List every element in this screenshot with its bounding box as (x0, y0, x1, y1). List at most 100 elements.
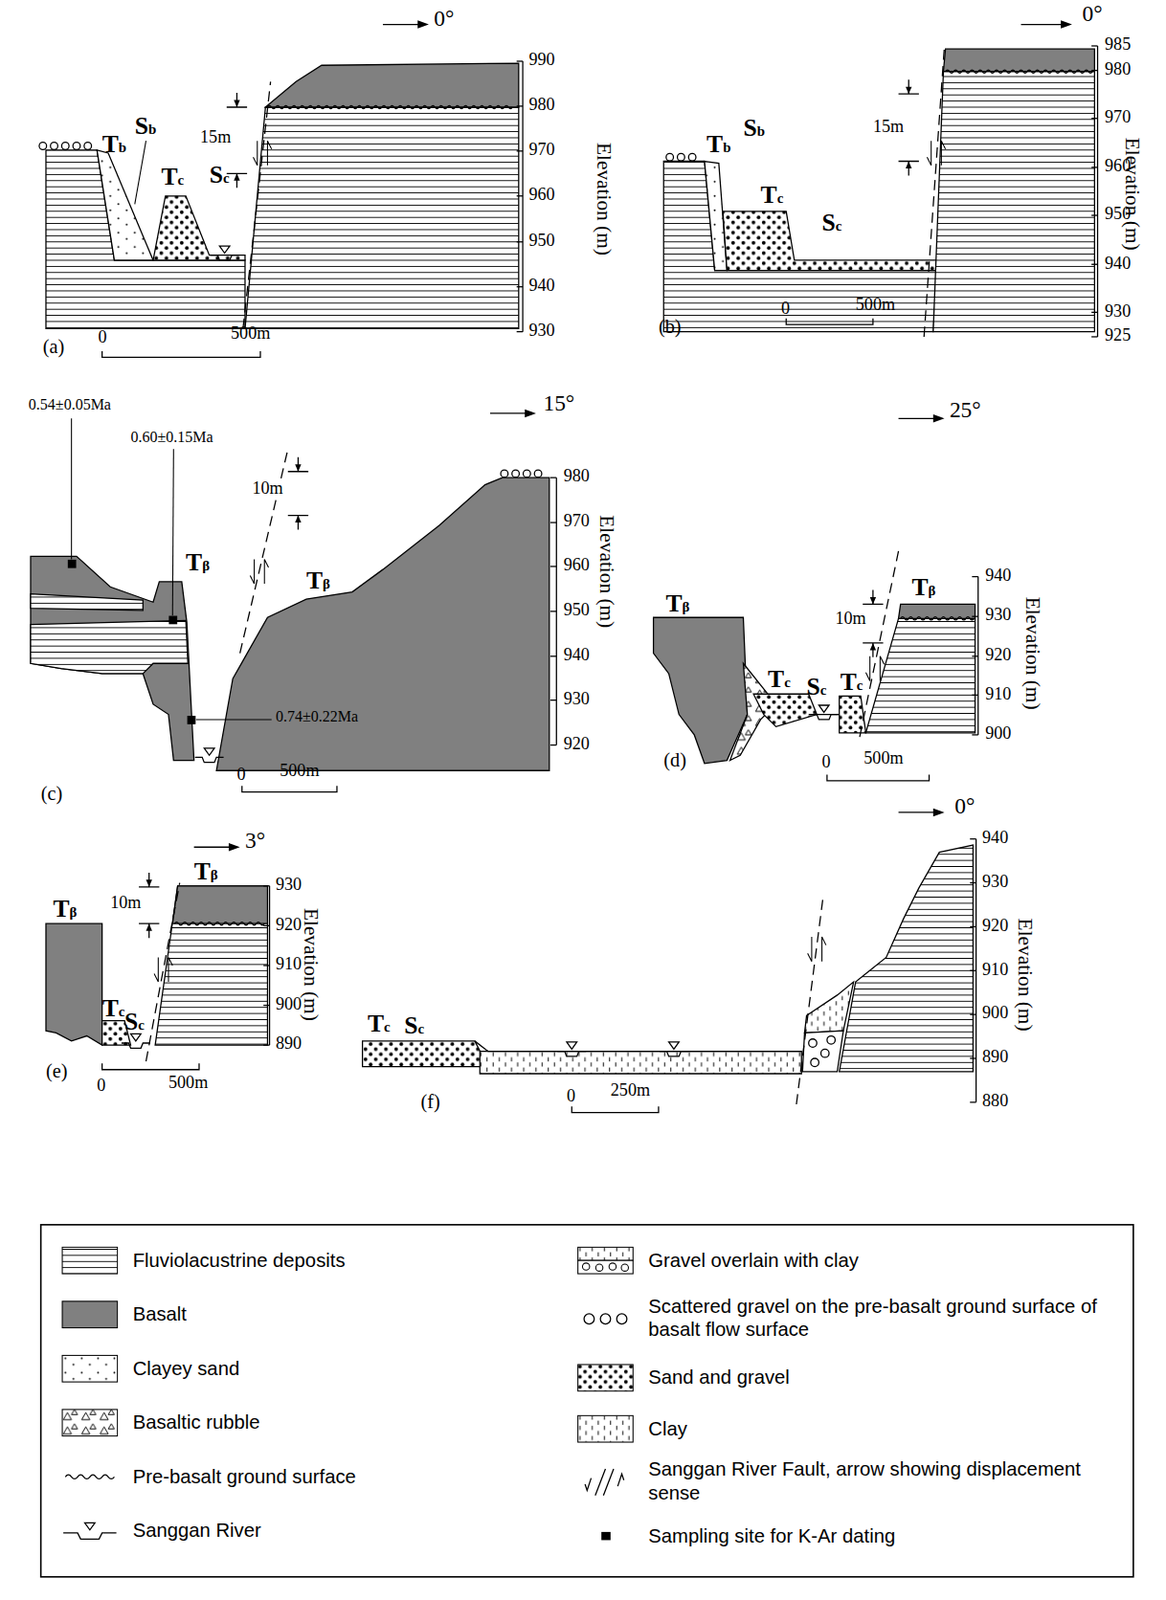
section-label: 15m (200, 128, 231, 148)
scattered-gravel (61, 142, 69, 151)
fault-displacement-arrow (926, 140, 945, 166)
axis-title: Elevation (m) (1014, 919, 1037, 1032)
river-symbol (121, 1043, 151, 1049)
unit-symbol: Tβ (665, 589, 690, 617)
strike-direction: 0° (433, 5, 454, 31)
axis-tick (263, 925, 270, 927)
scattered-gravel (512, 470, 520, 478)
river-symbol (659, 1052, 689, 1057)
legend-swatch (577, 1364, 635, 1393)
axis-tick (1091, 117, 1098, 119)
legend-swatch (577, 1304, 635, 1334)
river-symbol (203, 748, 215, 756)
axis-tick (969, 926, 976, 928)
legend-row: Basaltic rubble (61, 1409, 261, 1438)
section-label: 930 (275, 875, 302, 896)
unit-symbol: Sc (822, 209, 843, 237)
pre-basalt-surface (174, 922, 265, 926)
section-label: 980 (1104, 60, 1131, 80)
unit-symbol: Tβ (911, 573, 936, 601)
legend-swatch (61, 1409, 119, 1438)
section-label: 970 (563, 512, 590, 532)
legend-swatch (61, 1246, 119, 1276)
strike-direction: 25° (949, 398, 982, 424)
legend-text: Gravel overlain with clay (648, 1249, 859, 1273)
axis-tick (1091, 69, 1098, 71)
scattered-gravel (688, 153, 696, 161)
pre-basalt-surface (945, 69, 1094, 73)
axis-tick (971, 616, 978, 618)
section-label: 500m (230, 324, 270, 344)
unit-symbol: Tc (161, 163, 185, 191)
axis-tick (550, 655, 557, 657)
axis-tick (516, 60, 523, 62)
section-label: 0 (781, 300, 790, 320)
axis-tick (1091, 44, 1098, 46)
pre-basalt-surface (267, 105, 513, 109)
unit-symbol: Tc (767, 665, 791, 693)
axis-tick (550, 744, 557, 746)
legend-text: Clay (648, 1417, 688, 1441)
legend-text: Fluviolacustrine deposits (133, 1249, 346, 1273)
direction-arrow (490, 412, 528, 414)
direction-arrow (194, 847, 232, 849)
scattered-gravel (677, 153, 686, 161)
axis-tick (263, 1005, 270, 1007)
scale-bar (102, 1063, 200, 1070)
legend-row: Gravel overlain with clay (577, 1246, 859, 1276)
legend-row: Sampling site for K-Ar dating (577, 1522, 897, 1551)
fault-displacement-arrow (249, 559, 269, 584)
panel-letter: (d) (663, 750, 687, 772)
axis-tick (969, 1057, 976, 1059)
section-label: 920 (563, 735, 590, 755)
legend-swatch (61, 1300, 119, 1330)
axis-tick (969, 970, 976, 972)
legend-row: Fluviolacustrine deposits (61, 1246, 346, 1276)
scattered-gravel (523, 470, 532, 478)
legend-row: Basalt (61, 1300, 187, 1330)
scattered-gravel (84, 142, 92, 151)
section-label: 500m (279, 762, 319, 782)
strike-direction: 3° (245, 829, 266, 854)
axis-tick (969, 1101, 976, 1103)
unit-symbol: Sc (807, 673, 828, 701)
color-swatch (62, 1301, 118, 1329)
age-label: 0.60±0.15Ma (131, 428, 214, 447)
axis-title: Elevation (m) (300, 908, 323, 1022)
section-label: 890 (982, 1048, 1009, 1068)
legend-text: Sanggan River (133, 1520, 262, 1544)
legend-swatch (61, 1354, 119, 1384)
legend-swatch (61, 1517, 119, 1547)
section-label: 500m (855, 295, 896, 315)
unit-symbol: Sc (124, 1009, 145, 1036)
unit-symbol: Tβ (52, 895, 77, 922)
axis-tick (969, 882, 976, 884)
section-label: 940 (982, 829, 1009, 849)
section-label: 880 (982, 1092, 1009, 1112)
scattered-gravel (39, 142, 47, 151)
scale-bar (785, 318, 874, 325)
axis-title: Elevation (m) (593, 142, 616, 256)
section-label: 940 (563, 646, 590, 666)
section-label: 900 (985, 724, 1011, 744)
axis-tick (516, 150, 523, 152)
section-label: 930 (985, 606, 1011, 627)
section-label: 0 (97, 328, 107, 348)
axis-tick (969, 838, 976, 840)
arrow-head (228, 843, 241, 853)
axis-tick (263, 964, 270, 966)
arrow-head (146, 879, 153, 931)
section-label: 10m (250, 479, 284, 499)
section-label: 500m (863, 749, 903, 769)
section-label: 930 (528, 321, 555, 341)
section-label: 950 (528, 231, 555, 251)
legend-text: Clayey sand (133, 1357, 241, 1381)
legend-row: Clay (577, 1414, 688, 1444)
axis-tick (516, 241, 523, 243)
section-label: 890 (275, 1034, 302, 1054)
unit-symbol: Tc (761, 181, 785, 209)
axis-tick (969, 1014, 976, 1016)
arrow-head (524, 409, 537, 419)
section-label: 940 (528, 276, 555, 296)
fault-displacement-arrow (807, 937, 827, 963)
